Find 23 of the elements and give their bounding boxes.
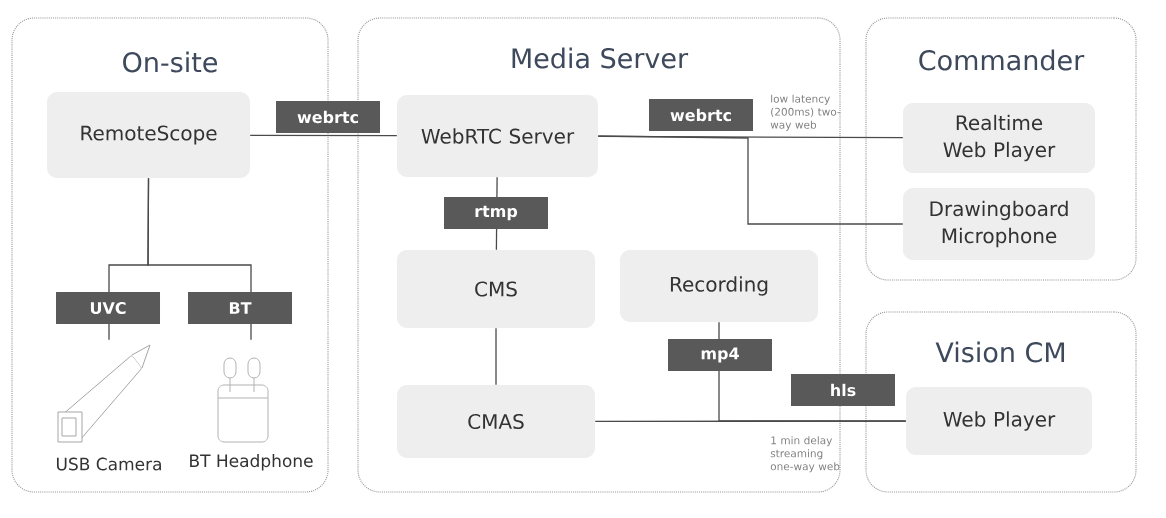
edge-label: BT [188,292,292,324]
connector [597,135,904,225]
edge-label: mp4 [668,339,772,371]
process-box: Web Player [906,387,1092,455]
process-box: RemoteScope [47,92,250,178]
edge-label: UVC [56,292,160,324]
process-box: Realtime Web Player [903,103,1095,173]
process-box: Recording [620,250,818,322]
device-caption: BT Headphone [190,454,313,471]
note-text: low latency (200ms) two-way web [770,94,841,131]
edge-label: webrtc [649,99,753,131]
connector [495,327,497,386]
note-text: 1 min delay streaming one-way web [770,436,840,473]
process-box: Drawingboard Microphone [903,188,1095,260]
process-box: CMS [397,250,595,328]
connector [249,134,398,137]
process-box: WebRTC Server [397,95,598,177]
edge-label: webrtc [276,101,380,133]
edge-label: rtmp [444,197,548,229]
connector [718,321,907,422]
process-box: CMAS [397,385,595,458]
edge-label: hls [791,374,895,406]
device-caption: USB Camera [57,457,161,471]
